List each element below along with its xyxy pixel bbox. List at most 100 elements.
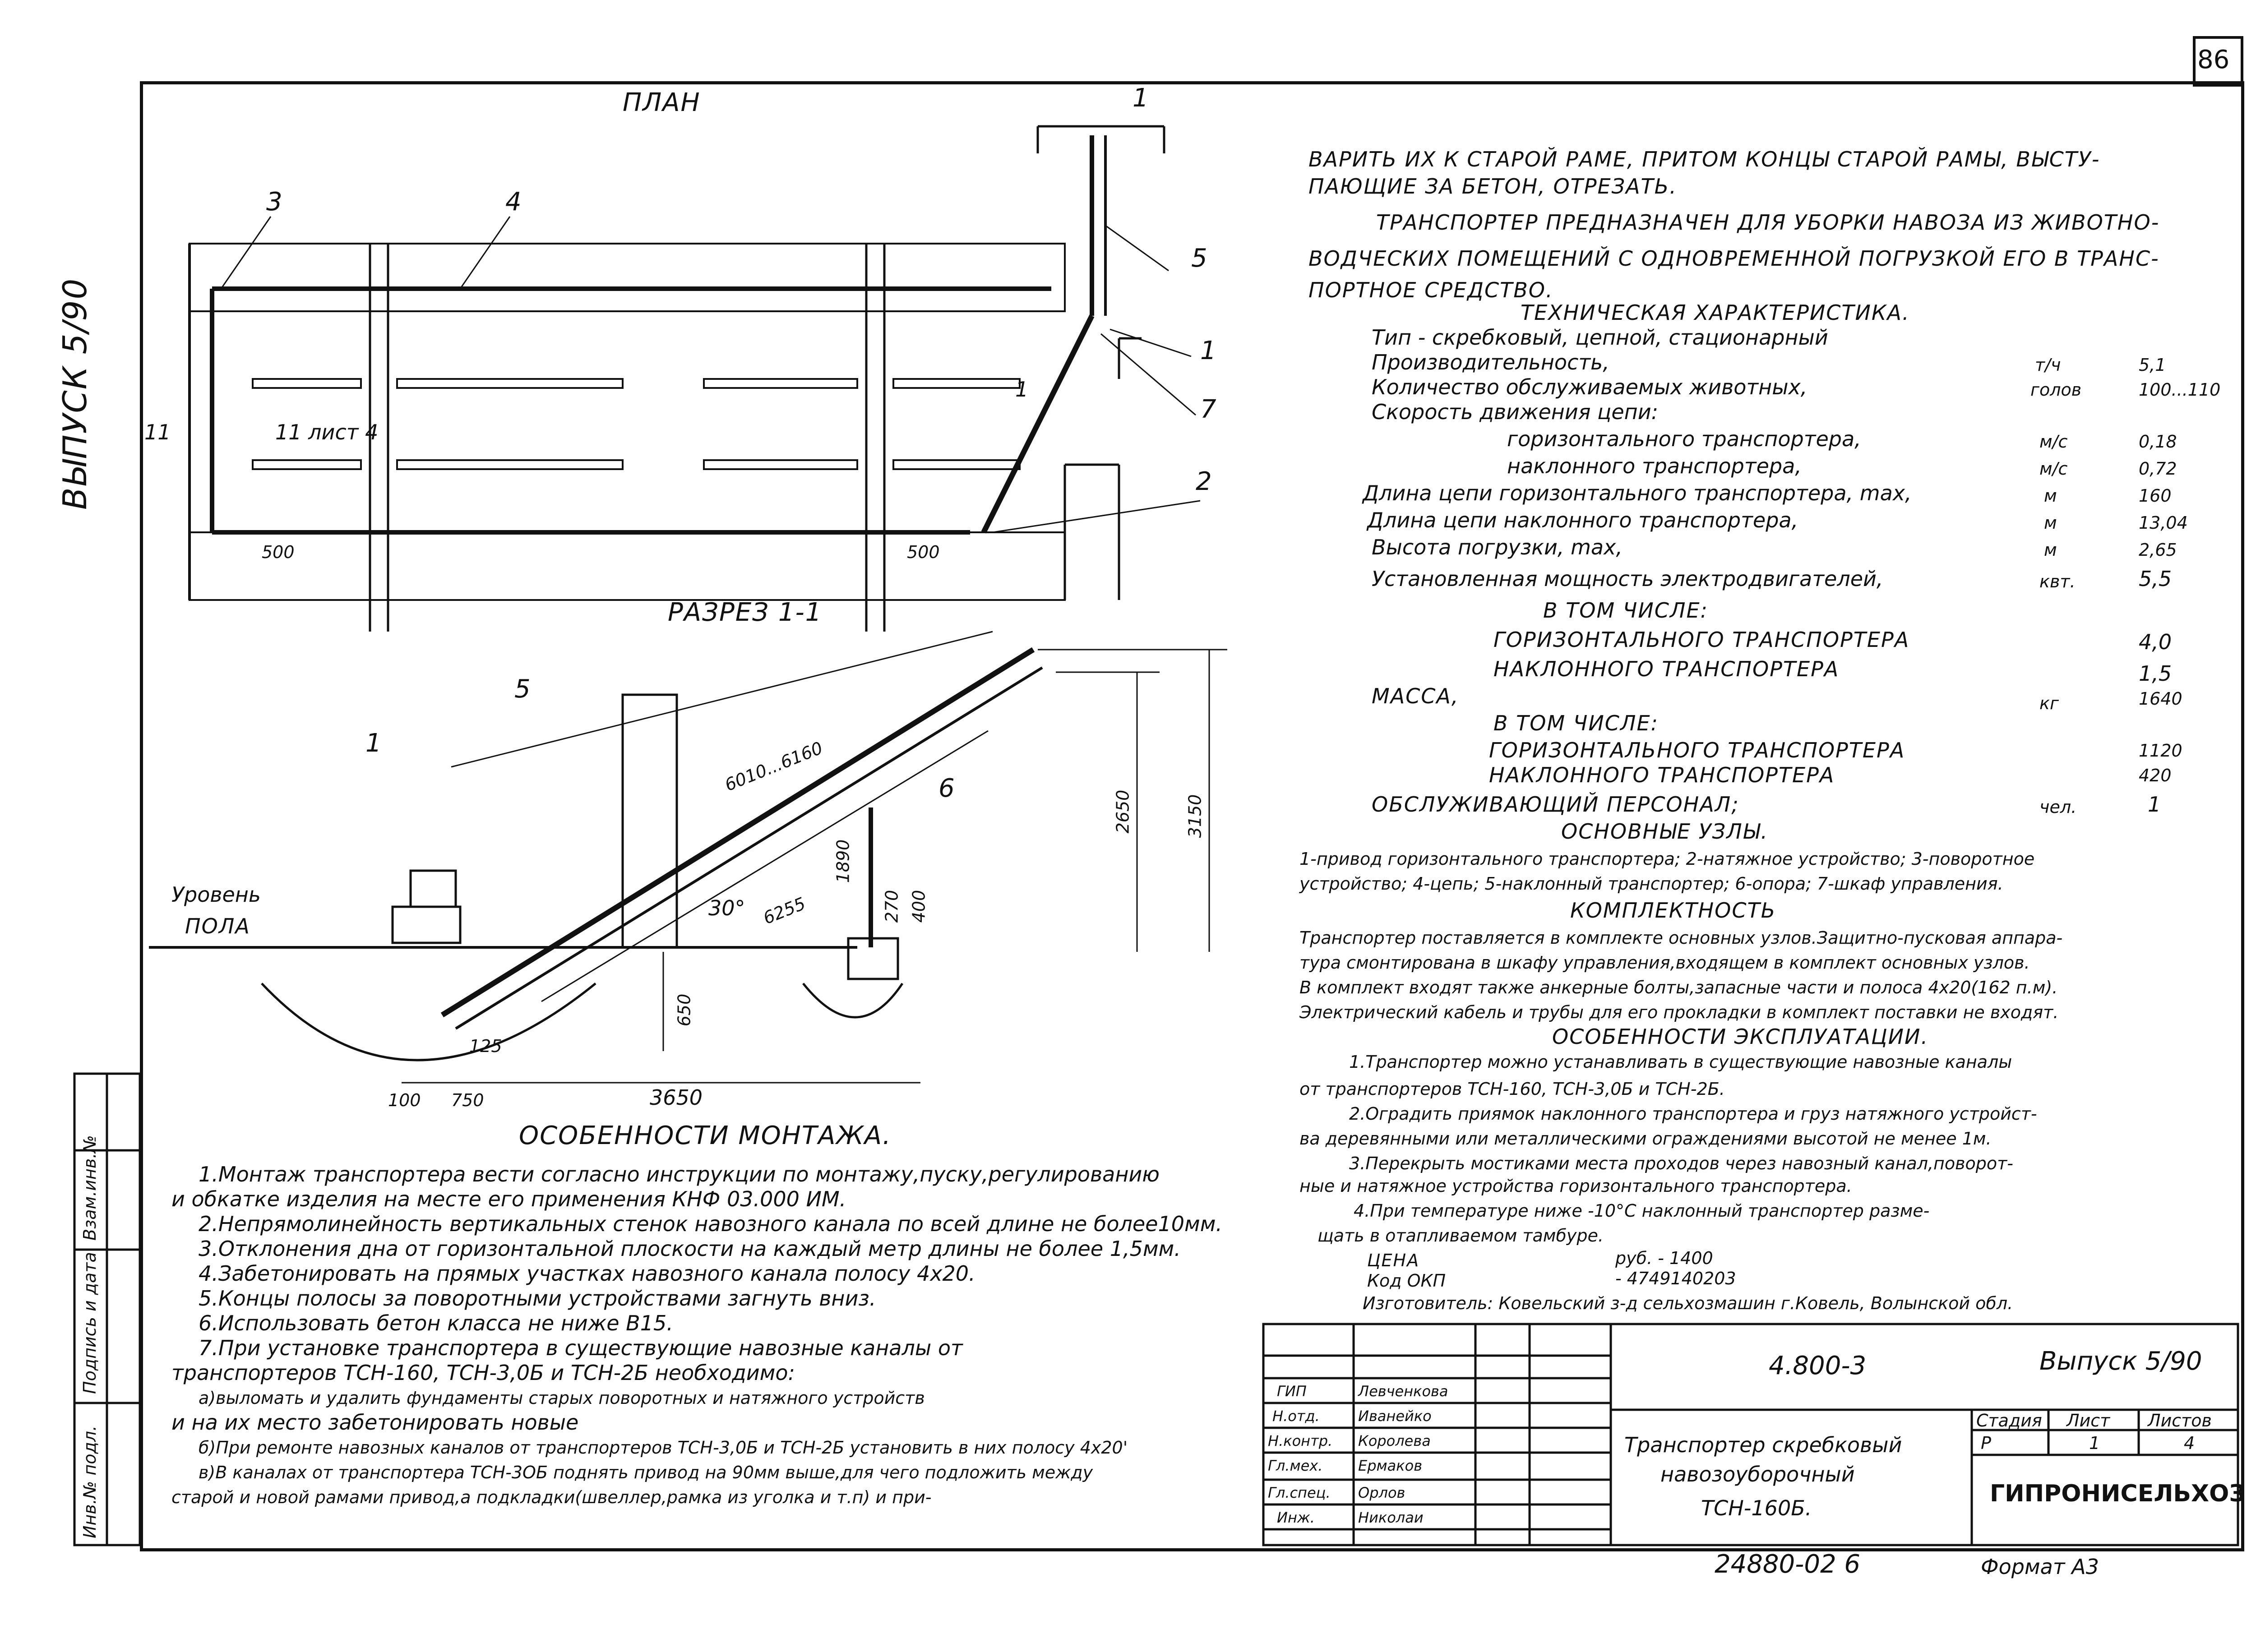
note-line: старой и новой рамами привод,а подкладки… — [171, 1487, 932, 1507]
spec-label: Установленная мощность электродвигателей… — [1372, 567, 1883, 591]
spec-label: горизонтального транспортера — [1489, 738, 1905, 762]
spec-unit: м — [2044, 540, 2057, 560]
spec-unit: м/с — [2039, 432, 2068, 452]
dim-400: 400 — [909, 890, 929, 923]
spec-value: 0,18 — [2139, 432, 2177, 452]
spec-value: 1120 — [2139, 741, 2182, 761]
cont-line-1: варить их к старой раме, притом концы ст… — [1308, 147, 2100, 171]
floor-label-2: пола — [185, 914, 250, 938]
note-line: 1.Монтаж транспортера вести согласно инс… — [199, 1162, 1160, 1186]
spec-label: Количество обслуживаемых животных, — [1372, 375, 1808, 399]
issue-label: Выпуск 5/90 — [2039, 1347, 2202, 1376]
stamp-inv-podl: Инв.№ подл. — [80, 1425, 100, 1538]
spec-value: 1,5 — [2139, 661, 2172, 686]
spec-label: наклонного транспортера — [1493, 657, 1840, 681]
name-glspec: Орлов — [1358, 1484, 1405, 1501]
stage-value: Р — [1981, 1433, 1991, 1453]
spec-label: горизонтального транспортера — [1493, 628, 1910, 652]
spec-value: 5,1 — [2139, 355, 2166, 375]
bottom-code: 24880-02 6 — [1715, 1550, 1861, 1579]
role-glspec: Гл.спец. — [1268, 1484, 1331, 1501]
note-line: 2.Непрямолинейность вертикальных стенок … — [199, 1212, 1223, 1236]
spec-value: 1640 — [2139, 689, 2182, 709]
spec-value: 5,5 — [2139, 567, 2172, 591]
purpose-line-3: портное средство. — [1308, 278, 1553, 302]
spec-label: Длина цепи горизонтального транспортера,… — [1363, 481, 1912, 505]
sheets-header: Листов — [2148, 1411, 2212, 1431]
doc-code: 4.800-3 — [1769, 1351, 1867, 1380]
page-number: 86 — [2197, 45, 2230, 74]
plan-callout-1a: 1 — [1200, 336, 1216, 365]
spec-unit: кг — [2039, 693, 2059, 713]
spec-unit: м/с — [2039, 459, 2068, 479]
specs-title: Техническая характеристика. — [1521, 300, 1910, 325]
plan-title: ПЛАН — [623, 88, 701, 117]
nodes-title: Основные узлы. — [1561, 819, 1768, 844]
spec-unit: квт. — [2039, 572, 2076, 591]
doc-title-line-3: ТСН-160Б. — [1701, 1496, 1812, 1520]
note-line: транспортеров ТСН-160, ТСН-3,0Б и ТСН-2Б… — [171, 1361, 795, 1385]
plan-callout-7: 7 — [1200, 395, 1216, 424]
role-nkontr: Н.контр. — [1268, 1432, 1333, 1449]
spec-label: Длина цепи наклонного транспортера, — [1367, 508, 1798, 532]
purpose-line-1: Транспортер предназначен для уборки наво… — [1376, 210, 2160, 235]
kit-line: В комплект входят также анкерные болты,з… — [1299, 978, 2058, 997]
price-label: Цена — [1367, 1251, 1420, 1270]
plan-callout-5: 5 — [1191, 244, 1207, 273]
purpose-line-2: водческих помещений с одновременной погр… — [1308, 246, 2159, 271]
org-name: ГИПРОНИСЕЛЬХОЗ — [1990, 1480, 2246, 1507]
dim-3650: 3650 — [650, 1085, 703, 1110]
section-callout-5: 5 — [514, 674, 531, 704]
plan-callout-4: 4 — [505, 187, 522, 217]
role-gip: ГИП — [1277, 1383, 1307, 1400]
spec-label: горизонтального транспортера, — [1507, 427, 1861, 451]
name-glmeh: Ермаков — [1358, 1457, 1423, 1474]
spec-label: Обслуживающий персонал; — [1372, 792, 1739, 817]
page-number-box — [2193, 36, 2243, 87]
ops-line: щать в отапливаемом тамбуре. — [1318, 1226, 1604, 1246]
ops-title: Особенности эксплуатации. — [1552, 1024, 1929, 1049]
kit-line: Электрический кабель и трубы для его про… — [1299, 1002, 2059, 1022]
kit-line: Транспортер поставляется в комплекте осн… — [1299, 928, 2063, 948]
price-value: руб. - 1400 — [1615, 1248, 1713, 1268]
plan-callout-1c: 1 — [1015, 377, 1029, 401]
stamp-podpis: Подпись и дата — [80, 1252, 100, 1394]
section-callout-1: 1 — [365, 729, 382, 758]
notes-title: Особенности монтажа. — [519, 1121, 892, 1150]
series-vertical: Выпуск 5/90 — [56, 277, 94, 510]
cont-line-2: пающие за бетон, отрезать. — [1308, 174, 1677, 198]
spec-label: наклонного транспортера — [1489, 763, 1835, 787]
note-line: 7.При установке транспортера в существую… — [199, 1336, 963, 1360]
nodes-line-1: 1-привод горизонтального транспортера; 2… — [1299, 849, 2035, 869]
spec-label: Масса, — [1372, 684, 1459, 708]
spec-unit: м — [2044, 513, 2057, 533]
note-line: и на их место забетонировать новые — [171, 1410, 579, 1435]
ops-line: ные и натяжное устройства горизонтальног… — [1299, 1176, 1852, 1196]
sheet-header: Лист — [2066, 1411, 2110, 1431]
spec-unit: т/ч — [2035, 355, 2061, 375]
name-gip: Левченкова — [1358, 1383, 1448, 1400]
dim-30deg: 30° — [708, 896, 745, 920]
spec-value: 4,0 — [2139, 630, 2172, 654]
spec-value: 13,04 — [2139, 513, 2188, 533]
spec-label: Высота погрузки, max, — [1372, 535, 1623, 559]
plan-dim-500b: 500 — [907, 542, 940, 562]
role-glmeh: Гл.мех. — [1268, 1457, 1323, 1474]
kit-line: тура смонтирована в шкафу управления,вхо… — [1299, 953, 2030, 973]
spec-unit: голов — [2030, 380, 2082, 400]
spec-value: 2,65 — [2139, 540, 2177, 560]
dim-650: 650 — [674, 993, 694, 1027]
floor-label-1: Уровень — [171, 882, 261, 907]
spec-label: наклонного транспортера, — [1507, 454, 1802, 478]
spec-value: 160 — [2139, 486, 2172, 506]
spec-value: 420 — [2139, 766, 2172, 785]
role-inzh: Инж. — [1277, 1509, 1315, 1526]
plan-callout-11-sheet4: 11 лист 4 — [275, 420, 379, 444]
maker-line: Изготовитель: Ковельский з-д сельхозмаши… — [1363, 1293, 2013, 1313]
kit-title: Комплектность — [1570, 898, 1776, 923]
note-line: 4.Забетонировать на прямых участках наво… — [199, 1261, 975, 1286]
note-line: 6.Использовать бетон класса не ниже В15. — [199, 1311, 673, 1335]
dim-270: 270 — [882, 890, 902, 923]
nodes-line-2: устройство; 4-цепь; 5-наклонный транспор… — [1299, 874, 2003, 894]
note-line: а)выломать и удалить фундаменты старых п… — [199, 1388, 925, 1408]
